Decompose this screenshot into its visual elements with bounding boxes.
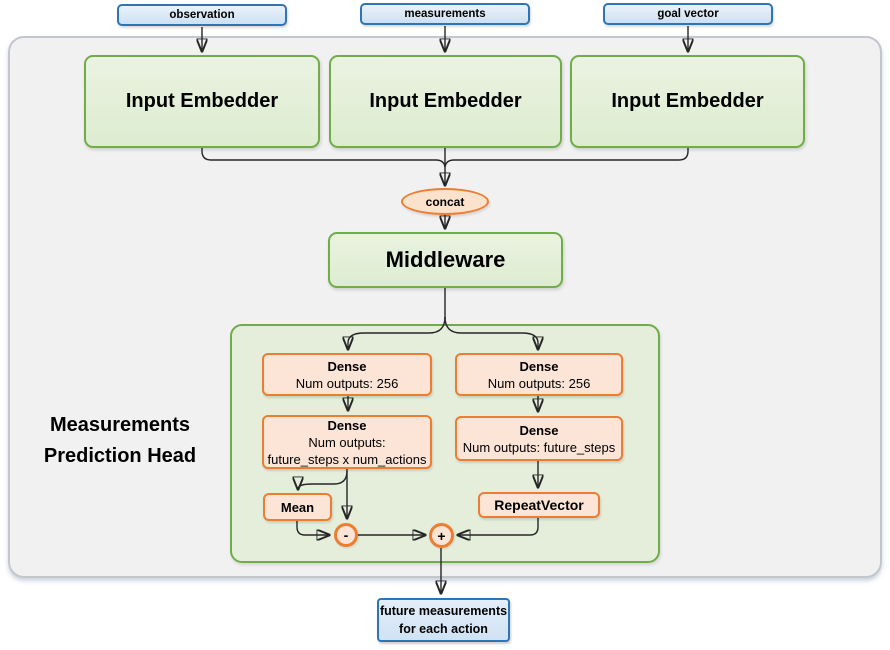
left-dense-future-subtitle2: future_steps x num_actions: [267, 451, 427, 467]
left-dense-256-box: Dense Num outputs: 256: [262, 353, 432, 396]
middleware-label: Middleware: [385, 247, 506, 272]
input-embedder-3-label: Input Embedder: [611, 90, 764, 112]
observation-label: observation: [169, 9, 235, 21]
minus-node: -: [334, 523, 358, 547]
left-dense-256-subtitle: Num outputs: 256: [295, 375, 399, 391]
input-embedder-1: Input Embedder: [84, 55, 320, 148]
minus-label: -: [343, 527, 349, 543]
input-box-measurements: measurements: [360, 3, 530, 25]
concat-label: concat: [425, 194, 465, 209]
output-box: future measurements for each action: [377, 598, 510, 642]
measurements-label: measurements: [404, 8, 486, 20]
mean-label: Mean: [280, 499, 315, 515]
right-dense-256-subtitle: Num outputs: 256: [487, 375, 591, 391]
right-dense-256-box: Dense Num outputs: 256: [455, 353, 623, 396]
middleware-box: Middleware: [328, 232, 563, 288]
plus-node: +: [429, 523, 454, 548]
left-dense-future-title: Dense: [327, 417, 367, 433]
right-dense-256-title: Dense: [519, 358, 559, 374]
head-title-line2: Prediction Head: [43, 445, 197, 467]
head-title: Measurements Prediction Head: [15, 410, 225, 472]
input-embedder-3: Input Embedder: [570, 55, 805, 148]
right-dense-future-box: Dense Num outputs: future_steps: [455, 416, 623, 461]
input-embedder-1-label: Input Embedder: [125, 90, 279, 112]
output-label-line2: for each action: [399, 622, 488, 636]
concat-node: concat: [401, 188, 489, 215]
head-title-line1: Measurements: [49, 414, 191, 436]
output-label-line1: future measurements: [379, 604, 508, 618]
repeat-vector-box: RepeatVector: [478, 492, 600, 518]
input-embedder-2-label: Input Embedder: [369, 90, 522, 112]
repeat-vector-label: RepeatVector: [494, 496, 584, 513]
right-dense-future-title: Dense: [519, 422, 559, 438]
left-dense-future-box: Dense Num outputs: future_steps x num_ac…: [262, 415, 432, 469]
plus-label: +: [437, 527, 446, 544]
mean-box: Mean: [263, 493, 332, 521]
input-box-observation: observation: [117, 4, 287, 26]
input-embedder-2: Input Embedder: [329, 55, 562, 148]
input-box-goal-vector: goal vector: [603, 3, 773, 25]
right-dense-future-subtitle: Num outputs: future_steps: [462, 439, 616, 455]
left-dense-256-title: Dense: [327, 358, 367, 374]
goal-vector-label: goal vector: [657, 8, 719, 20]
left-dense-future-subtitle1: Num outputs:: [308, 434, 386, 450]
